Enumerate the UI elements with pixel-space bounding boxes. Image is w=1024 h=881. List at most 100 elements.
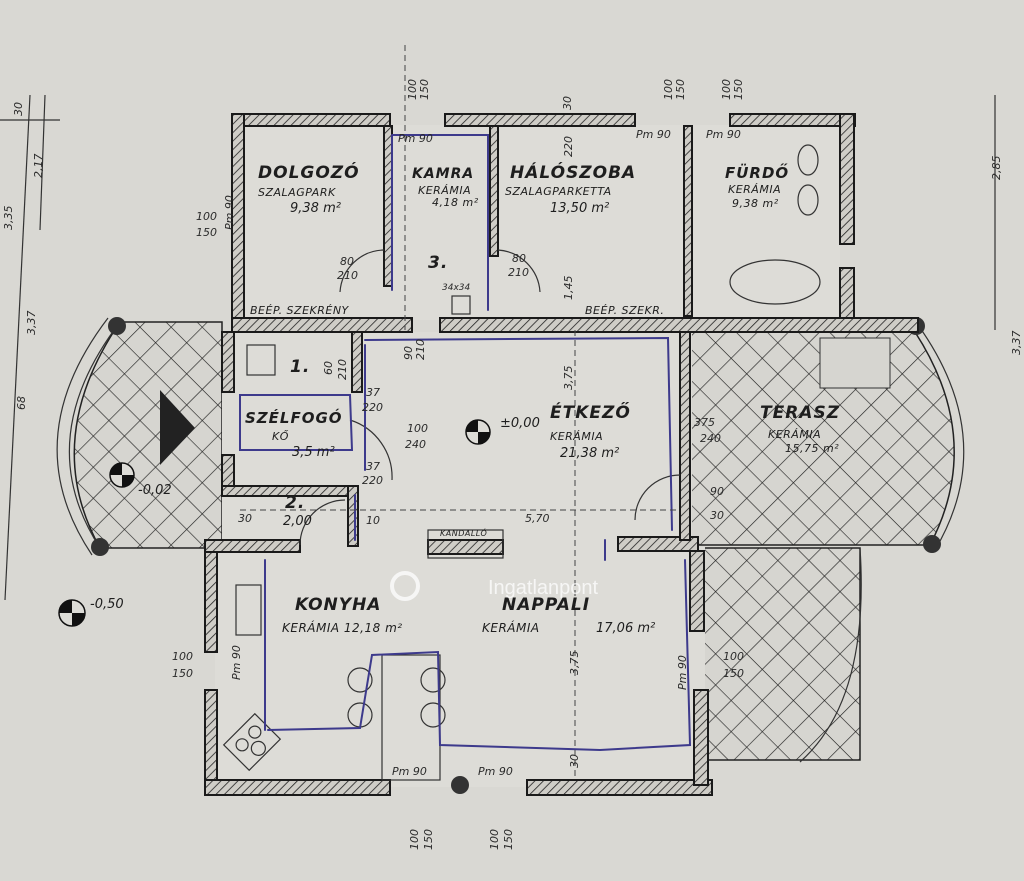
room-note-haloszoba: BEÉP. SZEKR. (585, 304, 664, 317)
dim-label: Pm 90 (676, 655, 689, 690)
room-area-2: 2,00 (283, 514, 312, 529)
dim-label: 150 (196, 226, 217, 239)
dim-label: 100 (662, 79, 675, 100)
dim-label: 100 (172, 650, 193, 663)
bar-stool-icon (420, 667, 446, 693)
dim-label: 3,37 (25, 311, 38, 336)
column-icon (923, 535, 941, 553)
dim-label: 100 (408, 829, 421, 850)
watermark: Ingatlanpont (390, 571, 599, 601)
fireplace-icon (427, 529, 504, 559)
pen-annotations (239, 134, 692, 752)
dim-label: 3,75 (568, 651, 581, 676)
room-area-nappali: 17,06 m² (596, 621, 655, 636)
dim-label: 60 (322, 361, 335, 375)
dim-label: 3,75 (562, 366, 575, 391)
dim-label: 3,35 (2, 206, 15, 231)
level-marker-main: ±0,00 (465, 416, 540, 445)
dim-label: 90 (402, 346, 415, 360)
stair-arrow-icon (160, 390, 195, 465)
room-name-etkezo: ÉTKEZŐ (550, 401, 631, 423)
room-name-wc: 1. (290, 357, 310, 377)
dim-label: 240 (700, 432, 721, 445)
bidet-icon (797, 184, 819, 216)
room-name-furdo: FÜRDŐ (725, 162, 789, 182)
dim-label: 240 (405, 438, 426, 451)
dim-label: 220 (362, 474, 383, 487)
dim-label: 150 (418, 79, 431, 100)
dim-label: Pm 90 (398, 132, 433, 145)
room-note-dolgozo: BEÉP. SZEKRÉNY (250, 304, 350, 317)
room-area-dolgozo: 9,38 m² (290, 201, 341, 216)
dim-label: 30 (12, 102, 25, 116)
dim-label: 68 (15, 396, 28, 410)
sink-icon (235, 584, 262, 636)
room-name-nappali: NAPPALI (502, 595, 590, 615)
terrace (689, 317, 965, 763)
room-name-szelfogo: SZÉLFOGÓ (245, 408, 343, 427)
room-floor-kamra: KERÁMIA (418, 184, 471, 197)
dim-label: 2,85 (990, 156, 1003, 181)
dim-label: 375 (694, 416, 715, 429)
room-floor-furdo: KERÁMIA (728, 183, 781, 196)
level-ground: -0,50 (90, 597, 124, 612)
dim-label: 150 (172, 667, 193, 680)
room-name-3: 3. (428, 253, 448, 273)
dim-label: 210 (337, 269, 358, 282)
fixtures (222, 144, 821, 794)
watermark-text: Ingatlanpont (488, 577, 599, 599)
room-area-haloszoba: 13,50 m² (550, 201, 609, 216)
toilet-icon (797, 144, 819, 176)
room-floor-dolgozo: SZALAGPARK (258, 186, 336, 199)
dim-label: 30 (710, 509, 724, 522)
dim-label: Pm 90 (706, 128, 741, 141)
dim-label: 150 (723, 667, 744, 680)
room-floor-haloszoba: SZALAGPARKETTA (505, 185, 612, 198)
room-floor-nappali: KERÁMIA (482, 620, 540, 635)
room-name-dolgozo: DOLGOZÓ (258, 161, 360, 183)
level-main: ±0,00 (500, 416, 540, 431)
dim-label: 30 (238, 512, 252, 525)
dim-label: 100 (196, 210, 217, 223)
dim-label: 150 (422, 829, 435, 850)
column-icon (91, 538, 109, 556)
room-name-2: 2. (285, 493, 305, 513)
dim-label: 5,70 (525, 512, 550, 525)
watermark-logo-icon (390, 571, 420, 601)
room-name-haloszoba: HÁLÓSZOBA (510, 161, 636, 183)
doors (299, 249, 681, 546)
dim-label: Pm 90 (392, 765, 427, 778)
dim-label: 210 (508, 266, 529, 279)
dim-label: 150 (674, 79, 687, 100)
stove-icon (222, 712, 282, 772)
column-icon (108, 317, 126, 335)
bar-stool-icon (347, 667, 373, 693)
dim-label: Pm 90 (478, 765, 513, 778)
level-marker-porch: -0,02 (109, 462, 172, 498)
bathtub-icon (729, 259, 821, 305)
room-area-terasz: 15,75 m² (785, 442, 839, 455)
level-marker-ground: -0,50 (58, 597, 124, 627)
room-floor-szelfogo: KŐ (272, 429, 289, 443)
room-area-furdo: 9,38 m² (732, 197, 779, 210)
dim-label: 30 (561, 96, 574, 110)
room-area-kamra: 4,18 m² (432, 196, 479, 209)
room-name-kamra: KAMRA (412, 166, 474, 182)
room-floor-etkezo: KERÁMIA (550, 430, 603, 443)
dim-label: 10 (366, 514, 380, 527)
dim-label: 210 (414, 339, 427, 360)
dim-label: 210 (336, 359, 349, 380)
room-area-szelfogo: 3,5 m² (292, 445, 335, 460)
chimney-icon (451, 295, 471, 315)
toilet-icon (246, 344, 276, 376)
dim-label: 80 (512, 252, 526, 265)
dim-label: 90 (710, 485, 724, 498)
dim-label: 1,45 (562, 276, 575, 301)
dim-label: 100 (723, 650, 744, 663)
level-porch: -0,02 (138, 483, 172, 498)
dim-label: 220 (362, 401, 383, 414)
dim-label: 2,17 (32, 154, 45, 179)
dim-label: Pm 90 (230, 645, 243, 680)
dim-label: 37 (366, 460, 380, 473)
